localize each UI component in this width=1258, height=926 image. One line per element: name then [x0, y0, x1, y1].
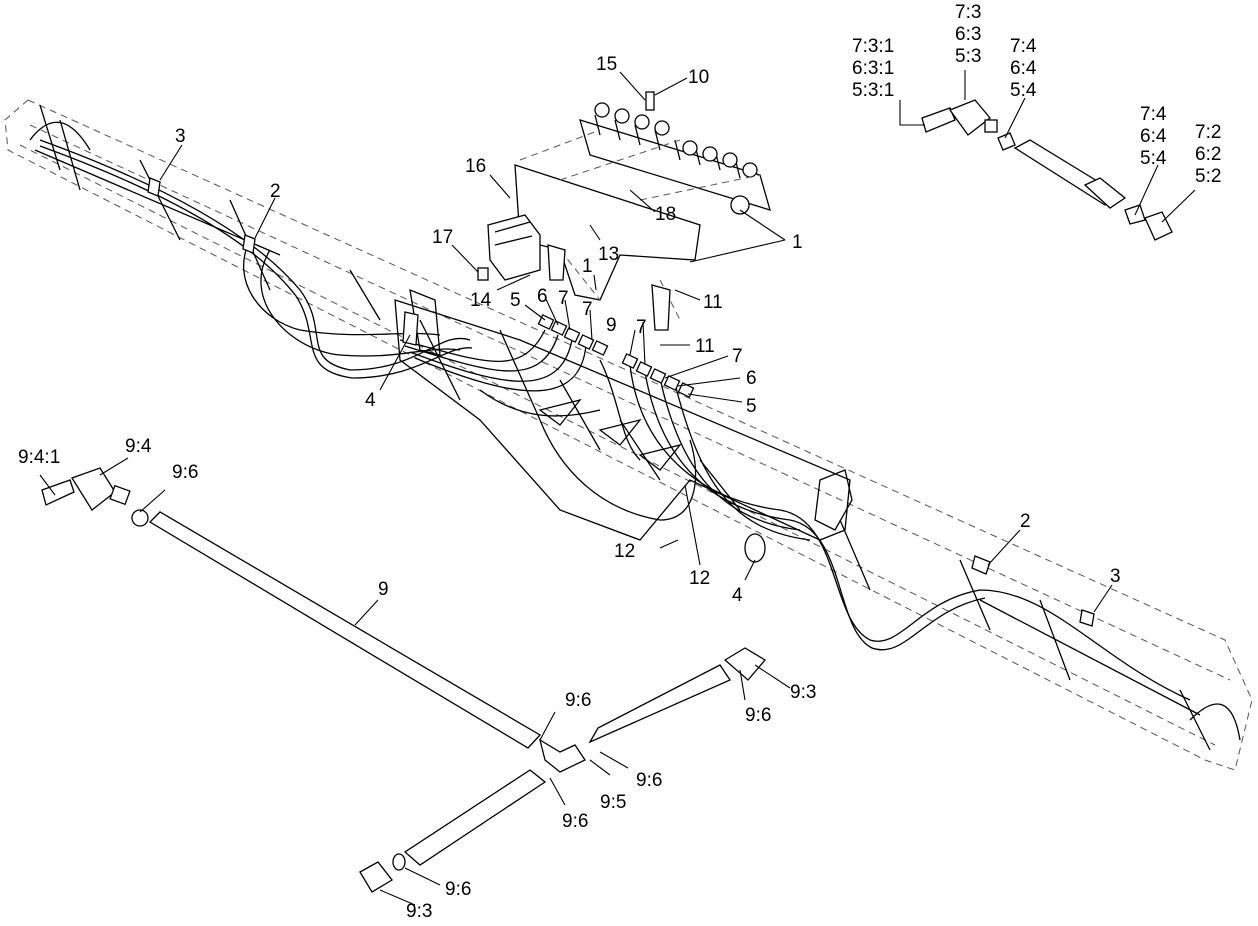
tr-label-e2: 6:2 [1195, 144, 1221, 165]
callout-3-right: 3 [1110, 566, 1121, 587]
bl-label-9-6a: 9:6 [172, 462, 198, 483]
tr-label-b1: 7:3 [955, 2, 981, 23]
bl-label-9-6d: 9:6 [562, 811, 588, 832]
callout-10: 10 [688, 67, 709, 88]
bl-label-9-4-1: 9:4:1 [18, 447, 60, 468]
callout-14: 14 [470, 290, 492, 311]
bl-label-9-5: 9:5 [600, 792, 626, 813]
hose-clamps [147, 177, 1095, 627]
callout-5-left: 5 [510, 290, 521, 311]
callout-5-right: 5 [746, 396, 757, 417]
callout-9: 9 [606, 315, 617, 336]
tr-label-d3: 5:4 [1140, 148, 1167, 169]
hose-assembly-top-right [921, 99, 1173, 241]
callout-16: 16 [465, 156, 486, 177]
callout-18: 18 [655, 204, 676, 225]
callout-13: 13 [598, 244, 619, 265]
tr-label-b2: 6:3 [955, 24, 981, 45]
left-hoses [39, 139, 601, 417]
callout-2-right: 2 [1020, 511, 1031, 532]
mounting-plate [514, 129, 761, 331]
tr-label-c1: 7:4 [1010, 36, 1037, 57]
center-chassis [394, 288, 853, 541]
bl-label-9-6f: 9:6 [445, 879, 471, 900]
callout-11b: 11 [695, 336, 715, 357]
tr-label-a1: 7:3:1 [852, 36, 894, 57]
tr-label-b3: 5:3 [955, 46, 981, 67]
callout-1b: 1 [582, 256, 593, 277]
tr-label-d2: 6:4 [1140, 126, 1167, 147]
tr-label-e3: 5:2 [1195, 166, 1221, 187]
hose-assembly-9 [41, 467, 766, 893]
callout-7-left-2: 7 [582, 299, 593, 320]
bl-label-9-6c: 9:6 [636, 770, 662, 791]
tr-label-a2: 6:3:1 [852, 58, 894, 79]
callout-3-left: 3 [175, 126, 186, 147]
control-box [477, 214, 541, 281]
boom-frame [4, 99, 1253, 771]
couplings-left [537, 314, 609, 356]
callout-6-left: 6 [537, 286, 548, 307]
callout-7-right-1: 7 [636, 317, 647, 338]
bl-label-9: 9 [378, 579, 389, 600]
tr-label-c2: 6:4 [1010, 58, 1037, 79]
callouts: 15 10 16 18 1 1 13 17 14 11 11 3 2 4 5 6… [18, 2, 1221, 922]
tr-label-a3: 5:3:1 [852, 80, 894, 101]
valve-manifold [579, 91, 771, 215]
tr-label-e1: 7:2 [1195, 122, 1221, 143]
couplings-right [621, 353, 695, 398]
callout-12b: 12 [689, 568, 710, 589]
tr-label-d1: 7:4 [1140, 104, 1167, 125]
bl-label-9-3a: 9:3 [790, 682, 816, 703]
bl-label-9-6b: 9:6 [565, 690, 591, 711]
tr-label-c3: 5:4 [1010, 80, 1037, 101]
callout-4-left: 4 [365, 390, 376, 411]
callout-7-right-2: 7 [732, 346, 743, 367]
callout-6-right: 6 [746, 368, 757, 389]
callout-17: 17 [432, 227, 453, 248]
callout-12a: 12 [614, 541, 635, 562]
bl-label-9-3b: 9:3 [406, 901, 432, 922]
callout-7-left-1: 7 [558, 288, 569, 309]
callout-15: 15 [596, 54, 617, 75]
callout-1a: 1 [792, 232, 803, 253]
leader-lines [39, 70, 1196, 906]
callout-2-left: 2 [270, 181, 281, 202]
callout-11a: 11 [703, 292, 723, 313]
bl-label-9-6e: 9:6 [745, 705, 771, 726]
bl-label-9-4: 9:4 [125, 436, 152, 457]
right-hoses [539, 359, 1191, 701]
callout-4-right: 4 [732, 585, 743, 606]
